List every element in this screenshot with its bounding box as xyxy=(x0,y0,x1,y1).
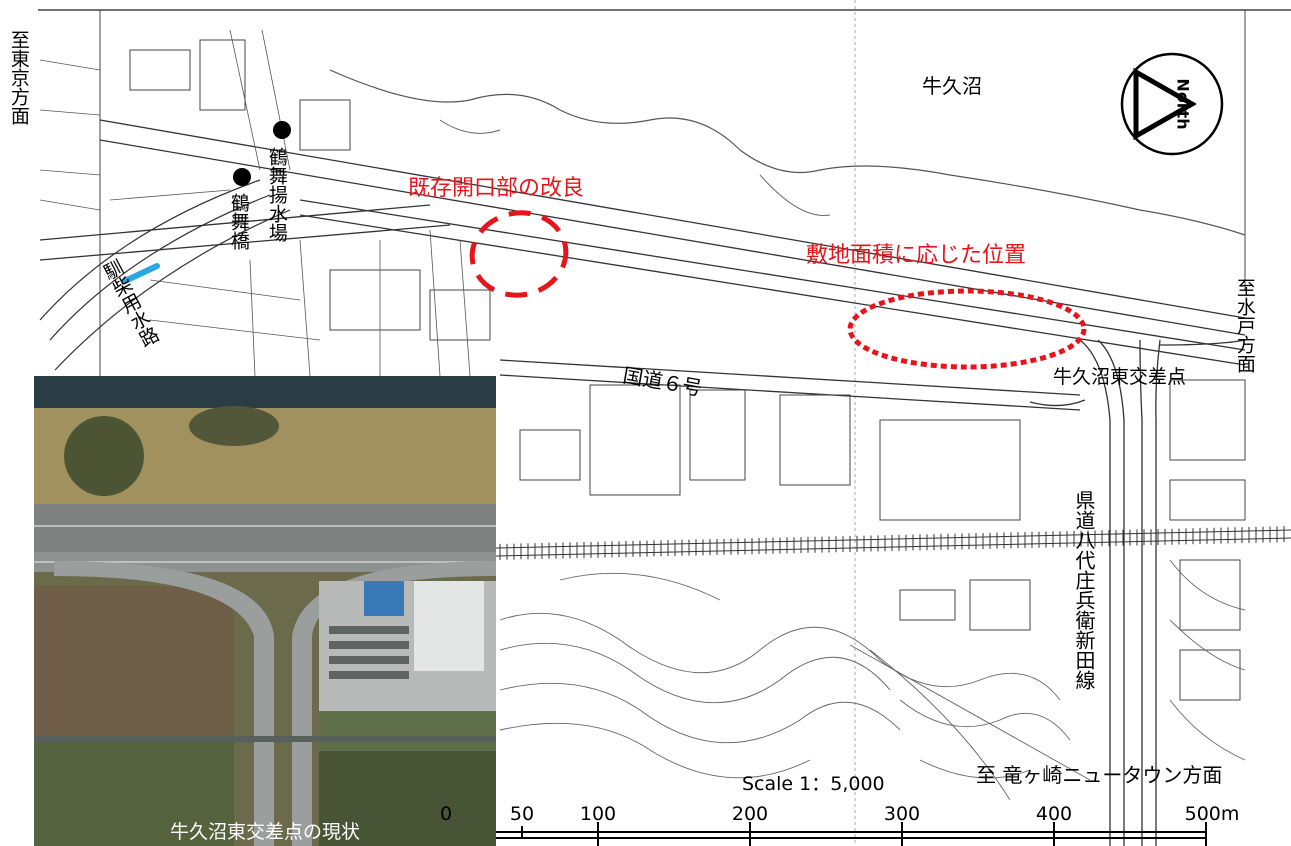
pump-station-dot xyxy=(273,121,291,139)
scale-title: Scale 1：5,000 xyxy=(742,773,885,795)
to-ryugasaki-label: 至 竜ヶ崎ニュータウン方面 xyxy=(976,763,1223,787)
aerial-photo-inset: 牛久沼東交差点の現状 xyxy=(34,376,496,846)
photo-caption: 牛久沼東交差点の現状 xyxy=(169,821,360,843)
scale-tick-500: 500m xyxy=(1184,803,1240,825)
north-arrow-icon xyxy=(1120,52,1224,156)
pump-station-label: 鶴舞揚水場 xyxy=(265,147,288,242)
channel-marker xyxy=(122,263,160,284)
scale-bar xyxy=(445,822,1207,846)
lake-label: 牛久沼 xyxy=(922,74,982,98)
intersection-label: 牛久沼東交差点 xyxy=(1053,366,1187,388)
site-position-label: 敷地面積に応じた位置 xyxy=(806,243,1027,268)
opening-improvement-circle xyxy=(469,210,569,298)
bridge-label: 鶴舞橋 xyxy=(227,193,250,250)
north-arrow xyxy=(1118,50,1226,158)
aerial-photo xyxy=(34,376,496,846)
scale-tick-200: 200 xyxy=(731,803,769,825)
opening-improvement-label: 既存開口部の改良 xyxy=(408,176,585,201)
north-label: North xyxy=(1173,78,1193,130)
scale-tick-50: 50 xyxy=(509,803,535,825)
prefectural-road-label: 県道八代庄兵衛新田線 xyxy=(1072,490,1096,690)
bridge-dot xyxy=(233,168,251,186)
scale-tick-100: 100 xyxy=(579,803,617,825)
to-tokyo-label: 至東京方面 xyxy=(7,30,30,125)
to-mito-label: 至水戸方面 xyxy=(1233,278,1256,373)
scale-tick-400: 400 xyxy=(1035,803,1073,825)
site-position-ellipse xyxy=(847,288,1087,370)
scale-tick-0: 0 xyxy=(439,803,453,825)
scale-tick-300: 300 xyxy=(883,803,921,825)
